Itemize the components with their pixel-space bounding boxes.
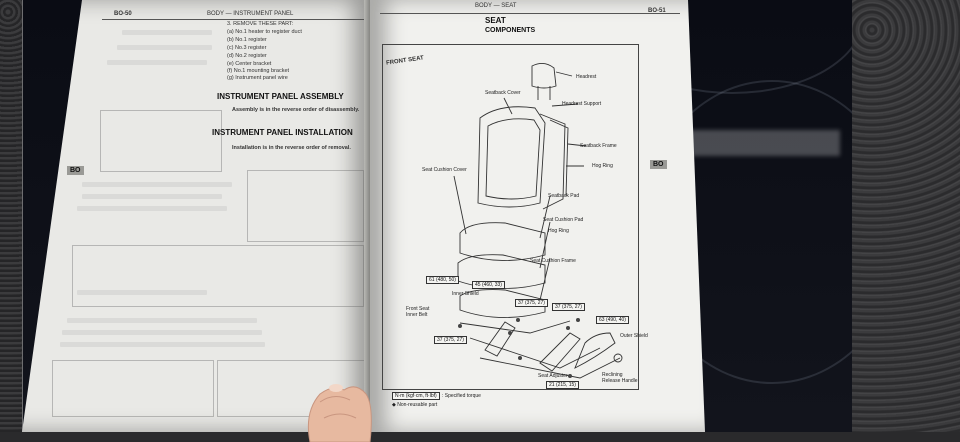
torque-spec: 37 (375, 27) [515,299,548,307]
right-page-subtitle: COMPONENTS [485,27,536,34]
legend-nonreusable: ◆ Non-reusable part [392,402,438,408]
ghost-figure [52,360,214,417]
part-label: Headrest [576,74,597,80]
ghost-text [77,290,207,295]
left-page-header: BODY — INSTRUMENT PANEL [207,11,294,17]
part-label: Seatback Cover [485,90,521,96]
ghost-figure [247,170,364,242]
torque-spec: 37 (375, 27) [434,336,467,344]
step-item: (g) Instrument panel wire [227,75,288,81]
part-label: Seat Adjuster [538,373,568,379]
ghost-text [67,318,257,323]
legend-torque-text: : Specified torque [442,393,481,399]
torque-spec: 21 (215, 15) [546,381,579,389]
part-label: Seat Cushion Pad [543,217,584,223]
right-page-header: BODY — SEAT [475,3,517,9]
step-item: (b) No.1 register [227,37,267,43]
section-title: INSTRUMENT PANEL ASSEMBLY [217,92,344,101]
torque-spec: 61 (480, 50) [426,276,459,284]
ghost-text [62,330,262,335]
part-label: Seat Cushion Frame [530,258,576,264]
ghost-text [122,30,212,35]
ghost-text [117,45,212,50]
left-page-number: BO-50 [114,11,132,17]
hand [307,384,372,442]
part-label: Outer Shield [620,333,648,339]
ghost-text [107,60,207,65]
ghost-text [60,342,265,347]
right-page-title: SEAT [485,16,506,25]
countertop-left [0,0,22,432]
part-label: Headrest Support [562,101,602,107]
countertop [852,0,960,432]
part-label: Reclining Release Handle [602,372,638,384]
right-page-number: BO-51 [648,8,666,14]
repair-manual: BO-50 BODY — INSTRUMENT PANEL 3. REMOVE … [12,0,712,432]
section-text: Assembly is in the reverse order of disa… [232,107,360,113]
ghost-figure [72,245,364,307]
step-item: (a) No.1 heater to register duct [227,29,302,35]
step-item: (e) Center bracket [227,61,272,67]
section-text: Installation is in the reverse order of … [232,145,351,151]
step-item: (f) No.1 mounting bracket [227,68,290,74]
legend-torque-unit: N·m (kgf·cm, ft·lbf) [392,392,440,400]
step-item: (d) No.2 register [227,53,267,59]
left-page: BO-50 BODY — INSTRUMENT PANEL 3. REMOVE … [22,0,372,432]
ghost-text [82,194,222,199]
section-tab: BO [650,160,667,169]
diagram-frame [382,44,639,390]
torque-spec: 37 (375, 27) [552,303,585,311]
right-page: BODY — SEAT BO-51 SEAT COMPONENTS FRONT … [370,0,705,432]
ghost-text [82,182,232,187]
part-label: Seatback Pad [548,193,580,199]
part-label: Hog Ring [548,228,569,234]
part-label: Inner Shield [452,291,479,297]
torque-spec: 63 (490, 40) [596,316,629,324]
part-label: Front Seat Inner Belt [406,306,430,318]
step-heading: 3. REMOVE THESE PART: [227,21,294,27]
part-label: Hog Ring [592,163,613,169]
light-reflection [690,130,840,156]
ghost-text [77,206,227,211]
section-title: INSTRUMENT PANEL INSTALLATION [212,128,353,137]
section-tab: BO [67,166,84,175]
step-item: (c) No.3 register [227,45,267,51]
part-label: Seatback Frame [580,143,617,149]
ghost-figure [100,110,222,172]
torque-spec: 45 (460, 33) [472,281,505,289]
part-label: Seat Cushion Cover [422,167,467,173]
